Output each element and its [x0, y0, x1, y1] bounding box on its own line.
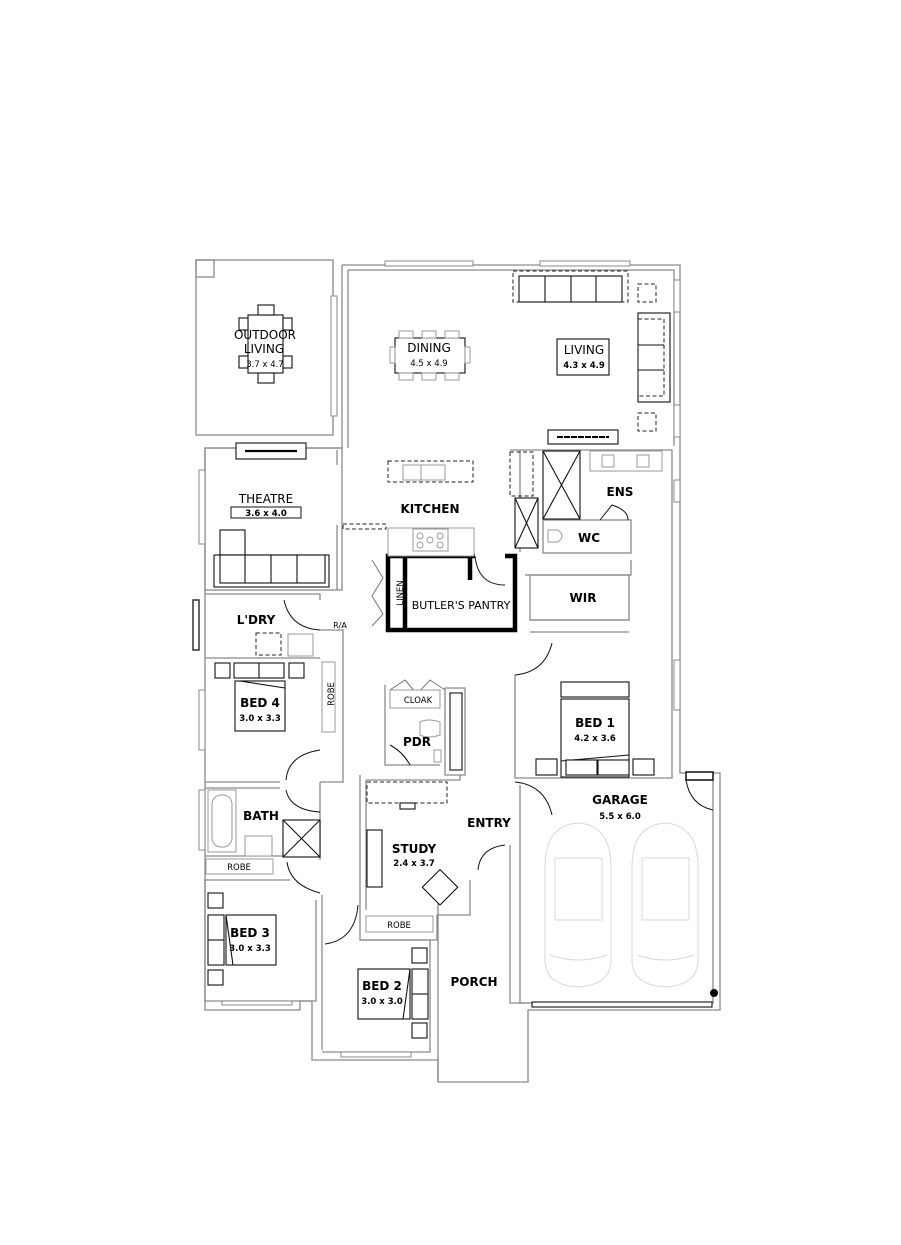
car-right — [631, 822, 699, 988]
walls — [195, 259, 721, 1083]
furniture — [205, 270, 718, 1039]
windows — [192, 260, 681, 1058]
room-label-ra: R/A — [333, 621, 347, 630]
car-left — [544, 822, 612, 988]
room-dims-dining: 4.5 x 4.9 — [410, 359, 447, 369]
room-label-living: LIVING — [564, 343, 604, 357]
room-label-outdoor-living: OUTDOOR — [234, 328, 296, 342]
room-dims-garage: 5.5 x 6.0 — [599, 812, 641, 822]
room-label-bed2: BED 2 — [362, 979, 402, 993]
room-dims-bed3: 3.0 x 3.3 — [229, 944, 271, 954]
room-label-linen: LINEN — [396, 580, 406, 605]
room-label-cloak: CLOAK — [404, 696, 433, 706]
room-label-wir: WIR — [570, 591, 597, 605]
doors — [283, 504, 714, 945]
room-label-porch: PORCH — [450, 975, 497, 989]
living-label-box — [556, 338, 610, 376]
room-label-bed1: BED 1 — [575, 716, 615, 730]
room-label-wc: WC — [578, 531, 600, 545]
butlers-pantry-walls — [385, 553, 518, 633]
room-dims-bed2: 3.0 x 3.0 — [361, 997, 403, 1007]
room-dims-living: 4.3 x 4.9 — [563, 361, 605, 371]
room-label-bed3: BED 3 — [230, 926, 270, 940]
room-dims-theatre: 3.6 x 4.0 — [245, 509, 287, 519]
room-label-kitchen: KITCHEN — [400, 502, 459, 516]
room-dims-bed1: 4.2 x 3.6 — [574, 734, 616, 744]
room-label-ens: ENS — [607, 485, 634, 499]
room-dims-outdoor-living: 3.7 x 4.7 — [246, 360, 283, 370]
room-label-butlers-pantry: BUTLER'S PANTRY — [412, 599, 511, 612]
room-label-robe-bed2: ROBE — [387, 921, 411, 931]
room-labels: OUTDOOR LIVING 3.7 x 4.7 DINING 4.5 x 4.… — [227, 328, 648, 1007]
room-label-robe-bed4: ROBE — [327, 682, 337, 706]
room-dims-study: 2.4 x 3.7 — [393, 859, 435, 869]
room-label-bed4: BED 4 — [240, 696, 280, 710]
room-label-pdr: PDR — [403, 735, 431, 749]
room-label-dining: DINING — [407, 341, 451, 355]
room-label-garage: GARAGE — [592, 793, 648, 807]
room-label-ldry: L'DRY — [237, 613, 276, 627]
room-label-entry: ENTRY — [467, 816, 511, 830]
outdoor-post — [195, 259, 215, 278]
room-label-bath: BATH — [243, 809, 279, 823]
room-label-study: STUDY — [392, 842, 437, 856]
room-label-robe-bed3: ROBE — [227, 863, 251, 873]
room-dims-bed4: 3.0 x 3.3 — [239, 714, 281, 724]
room-label-theatre: THEATRE — [238, 492, 293, 506]
room-label-outdoor-living-2: LIVING — [244, 342, 284, 356]
